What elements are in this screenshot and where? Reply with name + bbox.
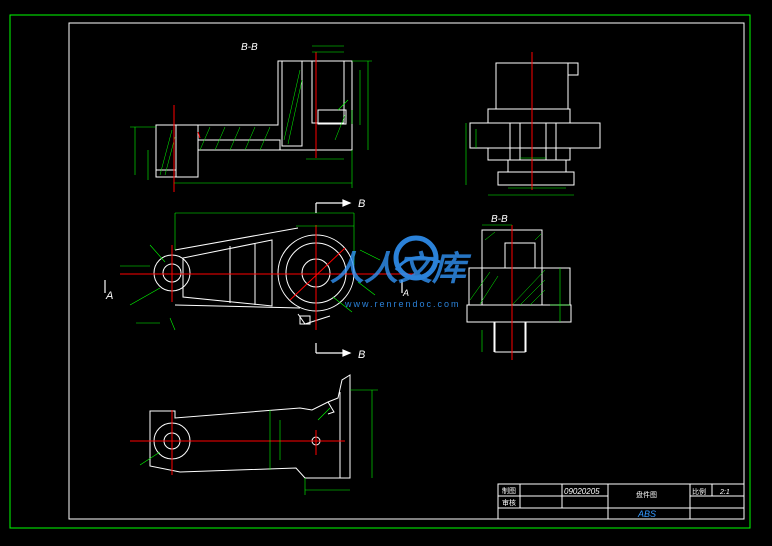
dimensions-bottom bbox=[139, 389, 378, 495]
scale-value: 2:1 bbox=[719, 489, 730, 496]
watermark-logo: 人人文库 www.renrendoc.com bbox=[330, 235, 472, 309]
marker-b-top: B bbox=[358, 198, 365, 210]
watermark-url: www.renrendoc.com bbox=[344, 299, 461, 309]
marker-a-left: A bbox=[105, 290, 113, 302]
material-label: ABS bbox=[637, 509, 656, 519]
dimensions-bb-right bbox=[481, 224, 570, 352]
hatching-bb-top bbox=[159, 69, 346, 176]
dimensions-main bbox=[120, 212, 381, 331]
centerlines-main bbox=[120, 225, 415, 330]
top-right-view bbox=[469, 62, 601, 186]
part-name: 盘件图 bbox=[636, 490, 657, 499]
inner-frame bbox=[68, 22, 745, 520]
dimensions-top-right bbox=[465, 123, 574, 196]
scale-label: 比例 bbox=[692, 487, 706, 496]
drawing-number: 09020205 bbox=[564, 487, 600, 496]
title-row1-label: 制图 bbox=[502, 486, 516, 495]
section-label-right: B-B bbox=[491, 214, 508, 225]
centerlines-bb-top bbox=[173, 52, 317, 192]
bottom-view bbox=[149, 374, 351, 479]
watermark-text: 人人文库 bbox=[330, 250, 472, 288]
marker-a-right: A bbox=[402, 288, 409, 298]
title-block bbox=[497, 483, 745, 520]
section-label-top: B-B bbox=[241, 42, 258, 53]
hatching-bb-right bbox=[469, 231, 546, 306]
section-view-bb-top bbox=[155, 60, 353, 178]
marker-b-bottom: B bbox=[358, 349, 365, 361]
section-view-bb-right bbox=[466, 229, 572, 353]
outer-frame bbox=[9, 14, 751, 529]
main-view-middle bbox=[153, 227, 355, 325]
title-row2-label: 审核 bbox=[502, 498, 516, 507]
dimensions-bb-top bbox=[130, 45, 372, 188]
centerlines-bottom bbox=[130, 410, 345, 475]
section-cut-markers bbox=[104, 199, 403, 357]
